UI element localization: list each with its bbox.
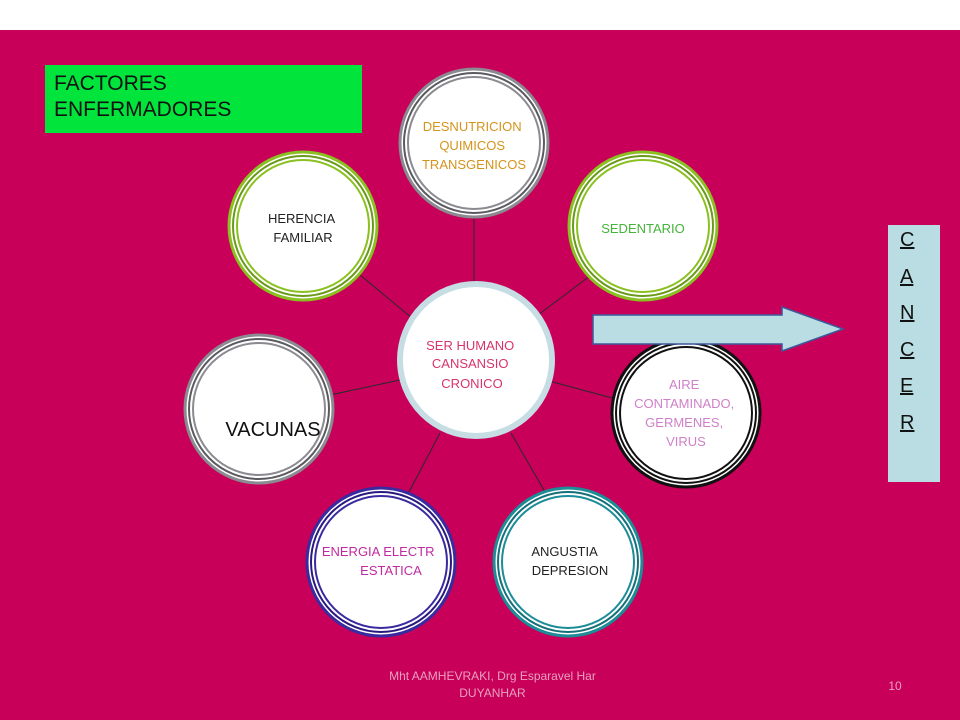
connector-aire [548, 380, 617, 400]
center-line-3: CRONICO [441, 376, 502, 391]
node-vacunas: VACUNAS [183, 333, 335, 485]
top-bar [0, 0, 960, 30]
connector-sedentario [533, 269, 599, 319]
node-desnutricion: DESNUTRICION QUIMICOS TRANSGENICOS [398, 67, 550, 219]
connector-herencia [359, 274, 413, 319]
connector-energia [408, 432, 441, 493]
cancer-box: C A N C E R [888, 225, 940, 482]
herencia-text: HERENCIA FAMILIAR [268, 211, 338, 245]
connector-lines [329, 215, 617, 493]
center-line-2: CANSANSIO [432, 356, 509, 371]
node-sedentario: SEDENTARIO [567, 150, 719, 302]
cancer-letter-6: R [900, 411, 915, 434]
title-box: FACTORES ENFERMADORES [45, 65, 362, 133]
footer-line-2: DUYANHAR [459, 686, 526, 700]
footer-text: Mht AAMHEVRAKI, Drg Esparavel Har DUYANH… [360, 668, 625, 702]
node-aire: AIRE CONTAMINADO, GERMENES, VIRUS [610, 337, 762, 489]
node-energia: ENERGIA ELECTR ESTATICA [305, 486, 457, 638]
energia-text: ENERGIA ELECTR ESTATICA [322, 544, 438, 578]
cancer-letter-2: A [900, 265, 914, 288]
sedentario-text: SEDENTARIO [601, 221, 685, 236]
center-text: SER HUMANO CANSANSIO CRONICO [426, 338, 518, 391]
page-number: 10 [888, 679, 902, 693]
vacunas-text: VACUNAS [225, 419, 320, 441]
angustia-text: ANGUSTIA DEPRESION [531, 544, 608, 578]
cancer-letter-1: C [900, 229, 915, 251]
cancer-letter-5: E [900, 375, 914, 397]
desnutricion-text: DESNUTRICION QUIMICOS TRANSGENICOS [422, 119, 526, 172]
aire-text: AIRE CONTAMINADO, GERMENES, VIRUS [634, 377, 738, 449]
node-herencia: HERENCIA FAMILIAR [227, 150, 379, 302]
center-line-1: SER HUMANO [426, 338, 514, 353]
cancer-letter-4: C [900, 338, 915, 361]
connector-vacunas [329, 379, 401, 396]
node-angustia: ANGUSTIA DEPRESION [492, 486, 644, 638]
cancer-letter-3: N [900, 302, 915, 324]
footer-line-1: Mht AAMHEVRAKI, Drg Esparavel Har [389, 669, 596, 683]
connector-angustia [510, 432, 546, 493]
title-line-1: FACTORES [54, 72, 167, 95]
title-line-2: ENFERMADORES [54, 98, 232, 121]
center-node: SER HUMANO CANSANSIO CRONICO [397, 281, 555, 439]
arrow-to-cancer [592, 305, 846, 353]
